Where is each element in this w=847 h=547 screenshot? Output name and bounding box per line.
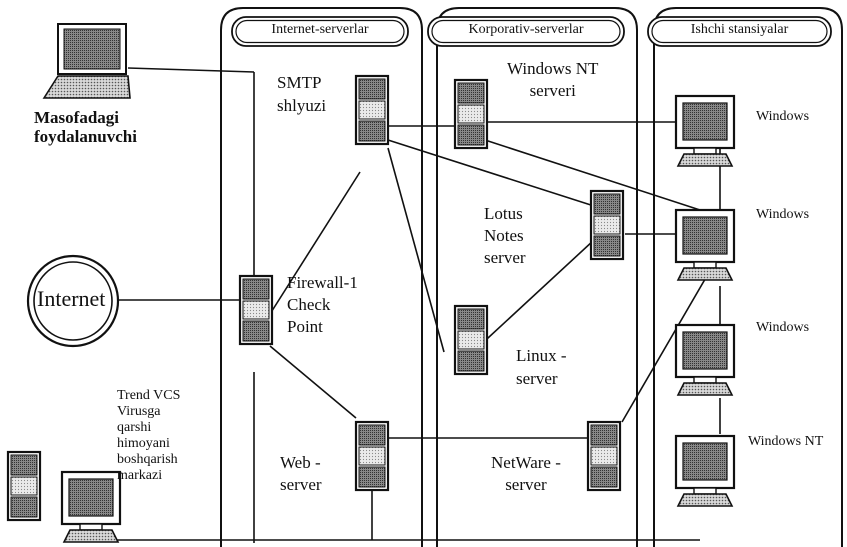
monitor-icon-ws2 [674, 208, 736, 282]
server-icon-netware [586, 420, 622, 492]
monitor-icon-ws1 [674, 94, 736, 168]
server-icon-lotus [589, 189, 625, 261]
laptop-icon [42, 23, 131, 99]
server-icon-web [354, 420, 390, 492]
label-ws1: Windows [756, 109, 810, 124]
server-icon-firewall [238, 274, 274, 346]
link-remote-to-trunk [127, 67, 255, 73]
label-trend: Trend VCS Virusga qarshi himoyani boshqa… [117, 388, 181, 484]
label-lotus: Lotus Notes server [484, 204, 526, 268]
link-smtp-linux [387, 147, 445, 353]
group-title-corporate: Korporativ-serverlar [468, 22, 584, 37]
link-firewall-web [269, 345, 357, 419]
label-ws4: Windows NT [748, 434, 824, 449]
group-workstations [647, 7, 843, 547]
label-web: Web - server [280, 453, 322, 495]
link-winnt-ws2 [484, 139, 701, 211]
internet-cloud-icon [26, 254, 120, 348]
server-icon-smtp [354, 74, 390, 146]
link-linux-lotus [474, 239, 595, 351]
monitor-icon-trend [60, 470, 122, 544]
server-icon-linux [453, 304, 489, 376]
label-internet: Internet [37, 286, 106, 311]
group-corporate-servers [427, 7, 638, 547]
monitor-icon-ws4 [674, 434, 736, 508]
server-icon-trend [6, 450, 42, 522]
link-firewall-smtp [269, 171, 361, 315]
label-firewall: Firewall-1 Check Point [287, 273, 358, 337]
label-winnt-server: Windows NT serveri [507, 59, 599, 101]
label-remote-user: Masofadagi foydalanuvchi [34, 108, 137, 147]
group-internet-servers [220, 7, 423, 547]
label-linux: Linux - server [516, 346, 567, 388]
label-ws3: Windows [756, 320, 810, 335]
link-smtp-lotus [387, 139, 595, 207]
group-title-internet: Internet-serverlar [271, 22, 369, 37]
label-netware: NetWare - server [491, 453, 561, 495]
server-icon-winnt [453, 78, 489, 150]
label-smtp: SMTP shlyuzi [277, 73, 327, 115]
monitor-icon-ws3 [674, 323, 736, 397]
label-ws2: Windows [756, 207, 810, 222]
connections [98, 67, 723, 543]
group-title-workstations: Ishchi stansiyalar [690, 22, 789, 37]
